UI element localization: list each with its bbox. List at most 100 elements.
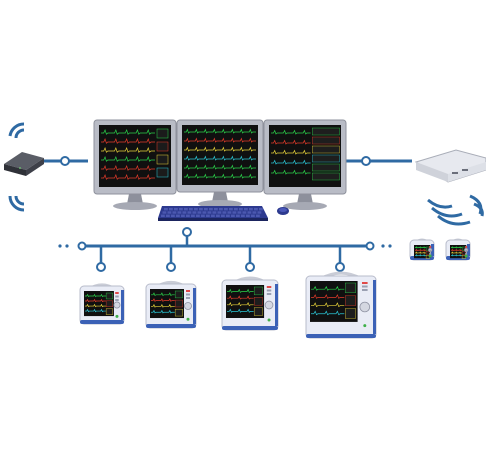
keyboard-key: [251, 214, 255, 217]
keyboard-key: [224, 208, 228, 211]
keyboard-key: [184, 208, 188, 211]
keyboard-key: [164, 208, 168, 211]
bus-node-1: [96, 262, 106, 272]
keyboard-key: [234, 208, 238, 211]
keyboard-key: [181, 214, 185, 217]
keyboard-key: [194, 208, 198, 211]
rotary-knob-icon: [113, 301, 121, 309]
bus-node: [365, 241, 375, 251]
keyboard-key: [169, 208, 173, 211]
patient-monitor-icon: [221, 276, 279, 331]
keyboard-key: [222, 211, 227, 214]
bus-dot: [58, 244, 62, 248]
keyboard-key: [206, 214, 210, 217]
bus-node-2: [166, 262, 176, 272]
keyboard-key: [231, 214, 235, 217]
keyboard-key: [232, 211, 237, 214]
link-node-right: [361, 156, 371, 166]
keyboard-key: [202, 211, 207, 214]
wireless-wave-icon: [14, 195, 25, 206]
network-router: [346, 149, 486, 226]
bus-node-4: [335, 262, 345, 272]
keyboard-key: [257, 211, 262, 214]
keyboard-key: [167, 211, 172, 214]
central-station-monitor-icon: [93, 119, 177, 210]
bus-dot: [381, 244, 385, 248]
keyboard-key: [209, 208, 213, 211]
bus-node: [77, 241, 87, 251]
keyboard-key: [247, 211, 252, 214]
keyboard-key: [197, 211, 202, 214]
keyboard-key: [162, 211, 167, 214]
central-station-monitor-icon: [176, 119, 264, 208]
network-router-icon: [414, 149, 486, 183]
keyboard-key: [161, 214, 165, 217]
keyboard-key: [214, 208, 218, 211]
keyboard-key: [192, 211, 197, 214]
keyboard-key: [211, 214, 215, 217]
keyboard-key: [219, 208, 223, 211]
keyboard-key: [244, 208, 248, 211]
keyboard-key: [236, 214, 240, 217]
keyboard-key: [207, 211, 212, 214]
keyboard-key: [177, 211, 182, 214]
keyboard-key: [252, 211, 257, 214]
mouse-icon: [277, 207, 289, 215]
keyboard-key: [226, 214, 230, 217]
keyboard-key: [254, 208, 258, 211]
keyboard-key: [172, 211, 177, 214]
patient-monitor-icon: [79, 283, 125, 325]
patient-monitor-icon: [445, 238, 471, 261]
wireless-access-point: [4, 122, 88, 212]
patient-monitor-icon: [145, 280, 197, 329]
keyboard-key: [166, 214, 170, 217]
keyboard-key: [182, 211, 187, 214]
rotary-knob-icon: [264, 300, 274, 310]
keyboard-key: [227, 211, 232, 214]
wireless-access-point-icon: [4, 152, 44, 176]
rotary-knob-icon: [184, 302, 192, 310]
keyboard-key: [212, 211, 217, 214]
bus-dot: [388, 244, 392, 248]
bus-node-3: [245, 262, 255, 272]
keyboard-key: [187, 211, 192, 214]
link-node-left: [60, 156, 70, 166]
keyboard-key: [216, 214, 220, 217]
network-bus: [58, 227, 392, 272]
keyboard-key: [237, 211, 242, 214]
wireless-wave-icon: [8, 195, 25, 212]
keyboard-key: [229, 208, 233, 211]
keyboard-key: [174, 208, 178, 211]
keyboard-key: [241, 214, 245, 217]
bus-dot: [65, 244, 69, 248]
keyboard-key: [171, 214, 175, 217]
keyboard-key: [246, 214, 250, 217]
bedside-monitors: [79, 271, 377, 339]
keyboard-key: [199, 208, 203, 211]
keyboard-icon: [158, 206, 268, 221]
keyboard-key: [204, 208, 208, 211]
wireless-wave-icon: [427, 198, 453, 209]
wireless-wave-icon: [14, 128, 25, 139]
patient-monitor-icon: [305, 271, 377, 339]
keyboard-key: [256, 214, 260, 217]
patient-monitor-icon: [409, 238, 435, 261]
keyboard-key: [186, 214, 190, 217]
keyboard-key: [221, 214, 225, 217]
central-station: [93, 119, 347, 210]
keyboard-key: [242, 211, 247, 214]
keyboard-key: [239, 208, 243, 211]
keyboard-key: [176, 214, 180, 217]
wireless-wave-icon: [431, 206, 463, 218]
rotary-knob-icon: [359, 301, 371, 313]
keyboard-key: [191, 214, 195, 217]
wireless-wave-icon: [8, 122, 25, 137]
keyboard-key: [217, 211, 222, 214]
central-station-monitor-icon: [263, 119, 347, 210]
bus-node-workstation: [182, 227, 192, 237]
wireless-wave-icon: [473, 202, 484, 217]
wireless-wave-icon: [469, 194, 483, 215]
wireless-wave-icon: [437, 214, 471, 226]
